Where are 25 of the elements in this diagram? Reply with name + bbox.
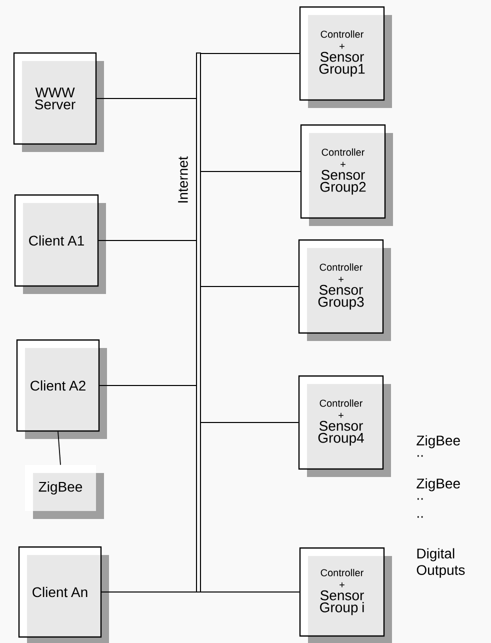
connector-line	[200, 286, 299, 287]
computer-box: WWW Server	[13, 52, 104, 152]
bus-label: Internet	[178, 156, 188, 202]
side-note: ..	[417, 455, 423, 457]
side-note: ..	[417, 516, 423, 518]
connector-line	[200, 171, 301, 172]
zigbee-module-box: ZigBee	[25, 465, 104, 519]
computer-box: Client A2	[16, 339, 107, 439]
controller-box: Controller + Sensor Group i	[299, 547, 392, 643]
computer-box: Client A1	[14, 194, 106, 294]
connector-line	[98, 240, 196, 241]
computer-box: Client An	[18, 546, 109, 643]
connector-line	[96, 98, 196, 99]
controller-box: Controller + Sensor Group1	[299, 6, 392, 108]
controller-box: Controller + Sensor Group3	[298, 239, 391, 341]
connector-line	[200, 422, 299, 423]
controller-box: Controller + Sensor Group4	[298, 375, 391, 477]
side-note: Digital Outputs	[416, 548, 465, 578]
side-note: ..	[417, 498, 423, 500]
connector-line	[99, 385, 196, 386]
connector-line	[58, 431, 61, 466]
connector-line	[200, 53, 300, 54]
side-note: ZigBee	[416, 435, 460, 448]
side-note: ZigBee	[416, 478, 460, 492]
controller-box: Controller + Sensor Group2	[300, 124, 393, 226]
